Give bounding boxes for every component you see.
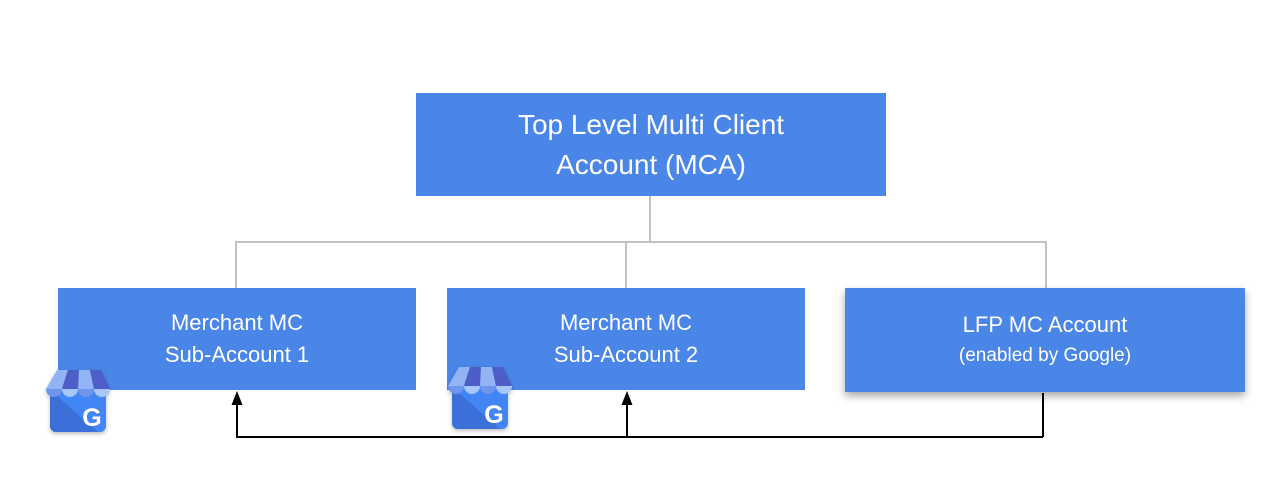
node-mca-label-line1: Top Level Multi Client: [517, 108, 785, 140]
google-my-business-icon: [42, 366, 114, 432]
node-sub2-label-line2: Sub-Account 2: [553, 342, 699, 367]
node-sub1-label-line2: Sub-Account 1: [164, 342, 310, 367]
node-lfp-label-line1: LFP MC Account: [962, 312, 1128, 337]
node-mca-label-line2: Account (MCA): [556, 148, 746, 180]
node-merchant-sub-account-1: Merchant MC Sub-Account 1: [58, 288, 416, 390]
node-merchant-sub-account-2: Merchant MC Sub-Account 2: [447, 288, 805, 390]
node-lfp-mc-account: LFP MC Account (enabled by Google): [845, 288, 1245, 392]
google-my-business-icon: [444, 363, 516, 429]
arrowhead-sub1: [231, 391, 243, 405]
arrowhead-sub2: [621, 391, 633, 405]
node-sub2-label-line1: Merchant MC: [559, 310, 693, 335]
node-sub1-label-line1: Merchant MC: [170, 310, 304, 335]
node-top-level-mca: Top Level Multi Client Account (MCA): [416, 93, 886, 196]
node-lfp-label-line2: (enabled by Google): [958, 345, 1132, 366]
